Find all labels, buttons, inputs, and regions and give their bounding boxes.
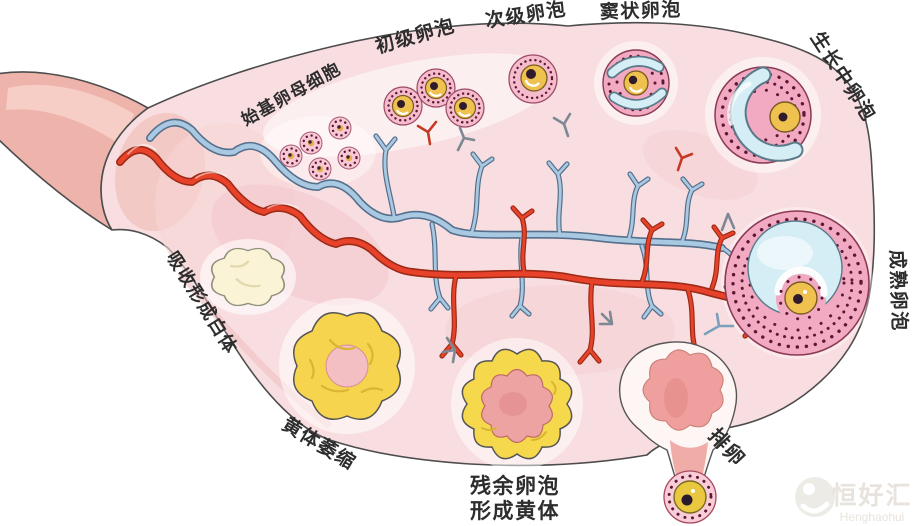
antrum-crescent-bottom xyxy=(610,89,666,109)
twig-blue-1 xyxy=(703,312,735,336)
primary-follicle xyxy=(445,88,485,128)
follicle-dots xyxy=(331,119,349,137)
label-corpus-luteum-line2: 形成黄体 xyxy=(470,499,560,523)
follicle-dots-inner xyxy=(615,62,657,104)
albicans-body xyxy=(211,247,285,307)
label-antral-follicle: 窦状卵泡 xyxy=(599,0,682,23)
nucleus xyxy=(397,100,405,108)
primary-follicles xyxy=(383,68,485,128)
corona-dots xyxy=(778,275,824,321)
luteum-core-blotch xyxy=(499,392,527,416)
twig-red-1 xyxy=(416,120,438,146)
mature-follicle xyxy=(724,210,870,356)
oocyte-glint xyxy=(803,290,807,294)
vein xyxy=(146,118,739,320)
antrum-highlight xyxy=(727,81,752,126)
follicle-dots xyxy=(449,92,481,124)
twig-gray-4 xyxy=(598,310,614,326)
primordial-follicles xyxy=(279,116,361,181)
corpus-albicans xyxy=(211,247,285,307)
luteum-folds xyxy=(481,381,557,441)
label-corpus-luteum-line1: 残余卵泡 xyxy=(470,474,560,498)
nucleus xyxy=(526,69,536,79)
follicle-dots xyxy=(302,134,320,152)
twig-gray-5 xyxy=(720,212,736,232)
corona-dots-outer xyxy=(667,474,713,520)
nucleus xyxy=(681,494,693,506)
atrophic-core xyxy=(325,344,369,388)
artery-highlight xyxy=(127,144,299,209)
label-mature-follicle: 成熟卵泡 xyxy=(886,249,912,332)
vein-branches xyxy=(374,134,738,319)
twig-red-2 xyxy=(674,146,694,172)
primordial-follicle xyxy=(308,157,332,181)
watermark-icon-head xyxy=(803,483,815,495)
primordial-follicle xyxy=(337,146,361,170)
nucleus xyxy=(317,166,321,170)
watermark-baby-icon xyxy=(795,477,835,517)
interior-blotch xyxy=(664,378,688,418)
primary-follicle xyxy=(383,86,423,126)
nucleus xyxy=(459,102,467,110)
nucleus xyxy=(628,75,638,85)
atrophic-folds xyxy=(308,338,384,394)
artery xyxy=(116,144,759,371)
corpus-luteum-atrophic xyxy=(293,312,401,420)
ovulated-oocyte xyxy=(663,470,717,524)
primordial-follicle xyxy=(299,131,323,155)
artery-trunk xyxy=(117,147,745,305)
follicle-dots xyxy=(340,149,358,167)
nucleus-glint xyxy=(628,86,643,93)
oocyte-glint xyxy=(691,489,695,493)
watermark: 恒好汇 Henghaohui xyxy=(795,477,912,524)
nucleus xyxy=(430,82,438,90)
secondary-follicle xyxy=(508,54,558,104)
albicans-folds xyxy=(229,260,261,288)
follicle-dots xyxy=(512,58,554,100)
nucleus xyxy=(793,294,803,304)
growing-follicle xyxy=(714,66,812,164)
nucleus xyxy=(778,112,788,122)
primordial-follicle xyxy=(279,144,303,168)
nucleus xyxy=(308,140,312,144)
nucleus xyxy=(288,153,292,157)
nucleus xyxy=(337,125,341,129)
follicle-dots xyxy=(311,160,329,178)
follicle-dots xyxy=(420,72,452,104)
follicle-dots xyxy=(282,147,300,165)
vessel-twigs xyxy=(416,112,736,364)
twig-gray-3 xyxy=(441,336,457,364)
nucleus xyxy=(346,155,350,159)
stalk-highlight xyxy=(6,84,134,146)
blood-vessels xyxy=(116,112,759,371)
nucleus-glint xyxy=(396,109,409,115)
watermark-romanized-text: Henghaohui xyxy=(840,510,905,524)
corpus-luteum xyxy=(461,348,573,460)
vein-trunk xyxy=(147,120,725,251)
twig-gray-2 xyxy=(552,112,572,138)
watermark-icon-swoosh xyxy=(800,501,830,514)
cumulus-white-arc xyxy=(774,266,828,298)
ovulation-follicle xyxy=(618,341,738,524)
watermark-brand-text: 恒好汇 xyxy=(831,482,912,510)
primordial-follicle xyxy=(328,116,352,140)
nucleus-glint xyxy=(429,91,442,97)
antral-follicle xyxy=(602,49,670,117)
follicle-dots-outer xyxy=(607,54,665,112)
follicle-dots-inner xyxy=(748,234,846,332)
antrum-crescent-top xyxy=(608,57,663,77)
primary-follicle xyxy=(416,68,456,108)
antrum-highlight xyxy=(757,236,813,270)
follicle-dots-outer xyxy=(731,217,863,349)
ovarian-stalk xyxy=(0,71,150,231)
twig-gray-1 xyxy=(456,126,476,152)
nucleus-glint xyxy=(524,79,540,87)
follicle-dots xyxy=(387,90,419,122)
nucleus-glint xyxy=(458,111,471,117)
